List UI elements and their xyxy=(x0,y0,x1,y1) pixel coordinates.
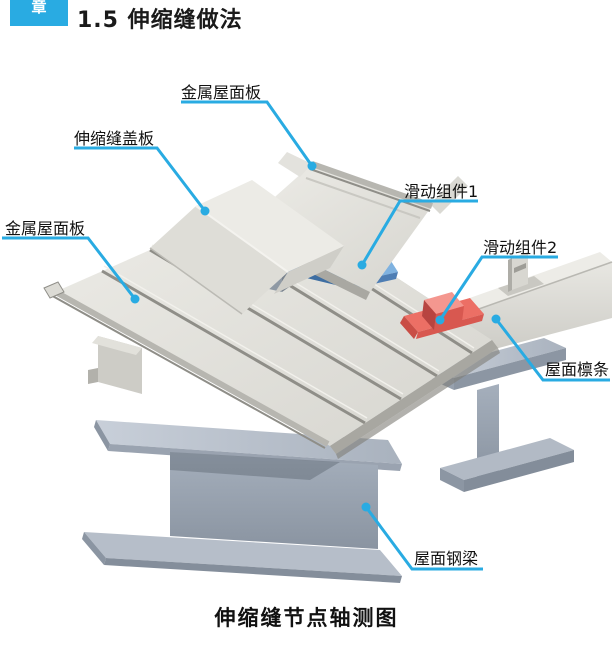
chapter-badge: 章 xyxy=(10,0,68,26)
label-roof-steel-beam: 屋面钢梁 xyxy=(414,549,479,568)
steel-beam-front xyxy=(82,420,402,583)
expansion-cover-plate-shape xyxy=(149,180,344,315)
label-sliding-component-2: 滑动组件2 xyxy=(483,238,558,257)
label-metal-roof-panel-left: 金属屋面板 xyxy=(5,219,86,238)
leader-lines xyxy=(2,100,610,571)
purlin-clip xyxy=(498,252,544,296)
leader-metal-roof-panel-top xyxy=(181,100,314,167)
leader-sliding-component-2 xyxy=(438,255,558,321)
leader-sliding-component-1 xyxy=(360,199,478,266)
leader-roof-purlin xyxy=(494,318,610,382)
leader-dots xyxy=(130,161,501,512)
leader-roof-steel-beam xyxy=(364,506,483,571)
label-expansion-cover-plate: 伸缩缝盖板 xyxy=(74,129,155,148)
label-sliding-component-1: 滑动组件1 xyxy=(404,182,479,201)
leader-metal-roof-panel-left xyxy=(2,236,137,300)
label-roof-purlin: 屋面檩条 xyxy=(545,360,610,379)
left-purlin xyxy=(88,336,142,394)
figure-caption: 伸缩缝节点轴测图 xyxy=(214,606,399,630)
page-title: 1.5 伸缩缝做法 xyxy=(77,8,243,33)
leader-expansion-cover-plate xyxy=(74,146,207,212)
label-metal-roof-panel-top: 金属屋面板 xyxy=(181,83,262,102)
